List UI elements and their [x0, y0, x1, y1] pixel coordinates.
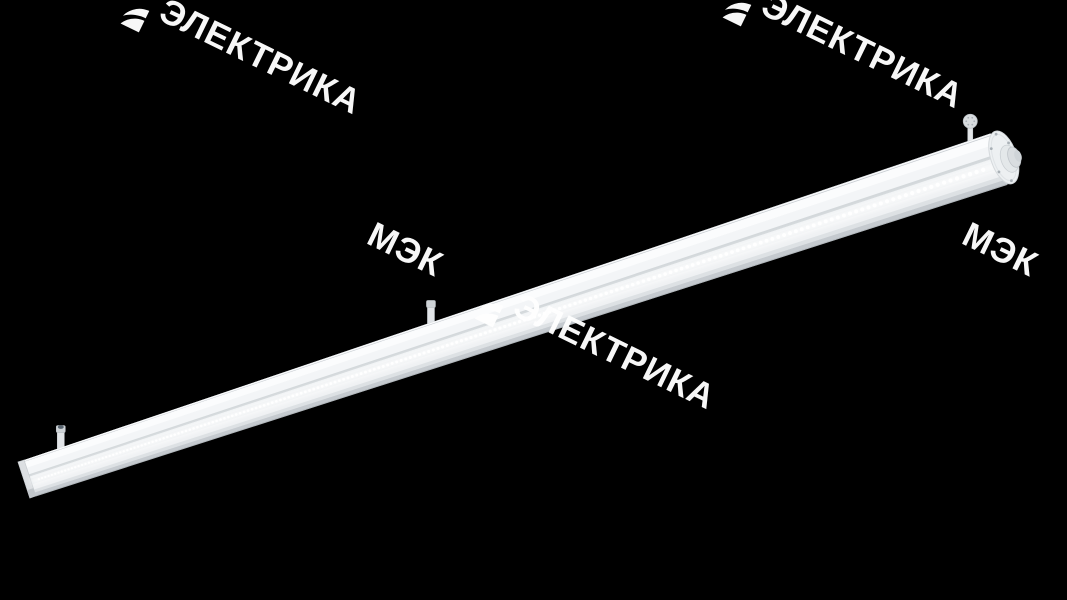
mount-pin	[55, 425, 66, 449]
fixture-body	[24, 133, 1008, 497]
left-end-face	[17, 459, 37, 499]
cap-screw	[1010, 179, 1013, 183]
mount-pin	[962, 113, 978, 142]
mount-pins	[55, 113, 978, 449]
led-strip	[30, 159, 1003, 486]
cap-screw	[994, 132, 998, 136]
cap-screw	[989, 147, 993, 151]
mount-pin	[426, 300, 436, 324]
cap-screw	[997, 170, 1001, 174]
led-dots	[37, 167, 986, 481]
cap-screw	[1007, 141, 1010, 145]
cable-gland	[999, 144, 1022, 173]
right-end-cap	[988, 130, 1022, 185]
